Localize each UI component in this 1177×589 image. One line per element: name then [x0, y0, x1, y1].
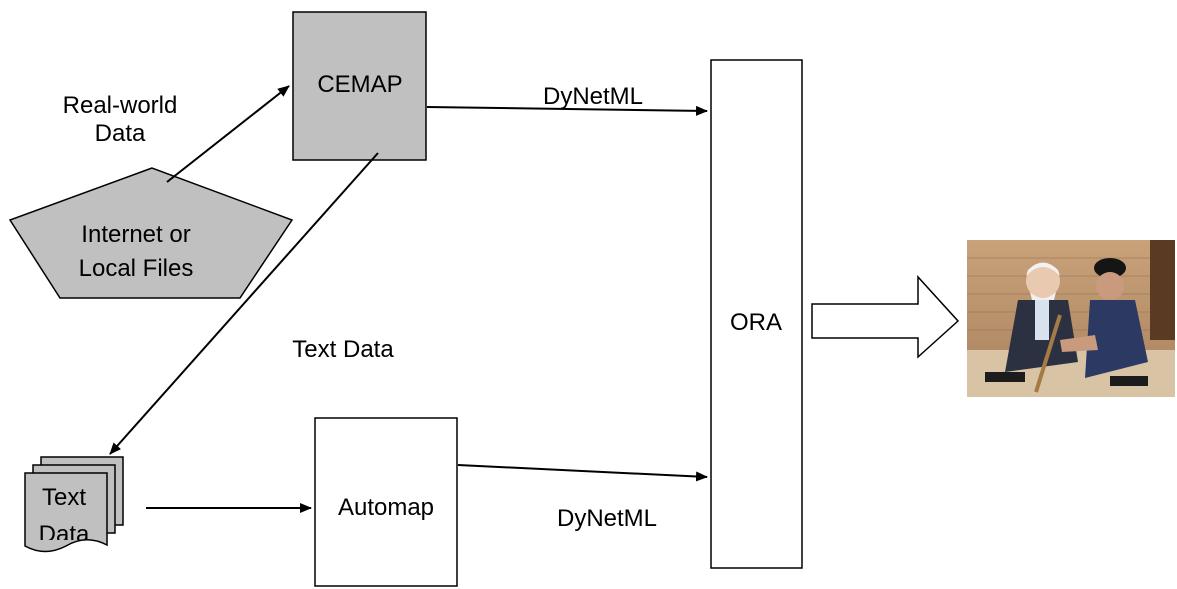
ora-node: ORA [710, 59, 803, 569]
text-data-document-node: Text Data [24, 456, 124, 553]
automap-node: Automap [314, 417, 458, 587]
internet-local-files-node: Internet or Local Files [8, 167, 294, 299]
arrow-internet-to-cemap [166, 85, 290, 183]
cemap-node: CEMAP [292, 11, 427, 161]
arrow-automap-to-ora [457, 464, 708, 482]
internet-label-line1: Internet or [81, 221, 190, 248]
internet-label-line2: Local Files [79, 255, 194, 282]
dynetml-top-label: DyNetML [543, 83, 643, 110]
real-world-label-line1: Real-world [63, 92, 178, 119]
arrow-cemap-to-ora [426, 105, 708, 116]
dynetml-bottom-label: DyNetML [557, 505, 657, 532]
text-data-label: Text Data [292, 336, 394, 363]
text-data-doc-line1: Text [42, 484, 86, 511]
output-block-arrow [811, 275, 960, 359]
arrow-cemap-to-textdata [109, 152, 379, 455]
real-world-label-line2: Data [95, 120, 146, 147]
output-photo [967, 240, 1175, 397]
ora-label: ORA [730, 309, 782, 336]
automap-label: Automap [338, 494, 434, 521]
cemap-label: CEMAP [317, 71, 402, 98]
text-data-doc-line2: Data [39, 521, 90, 548]
